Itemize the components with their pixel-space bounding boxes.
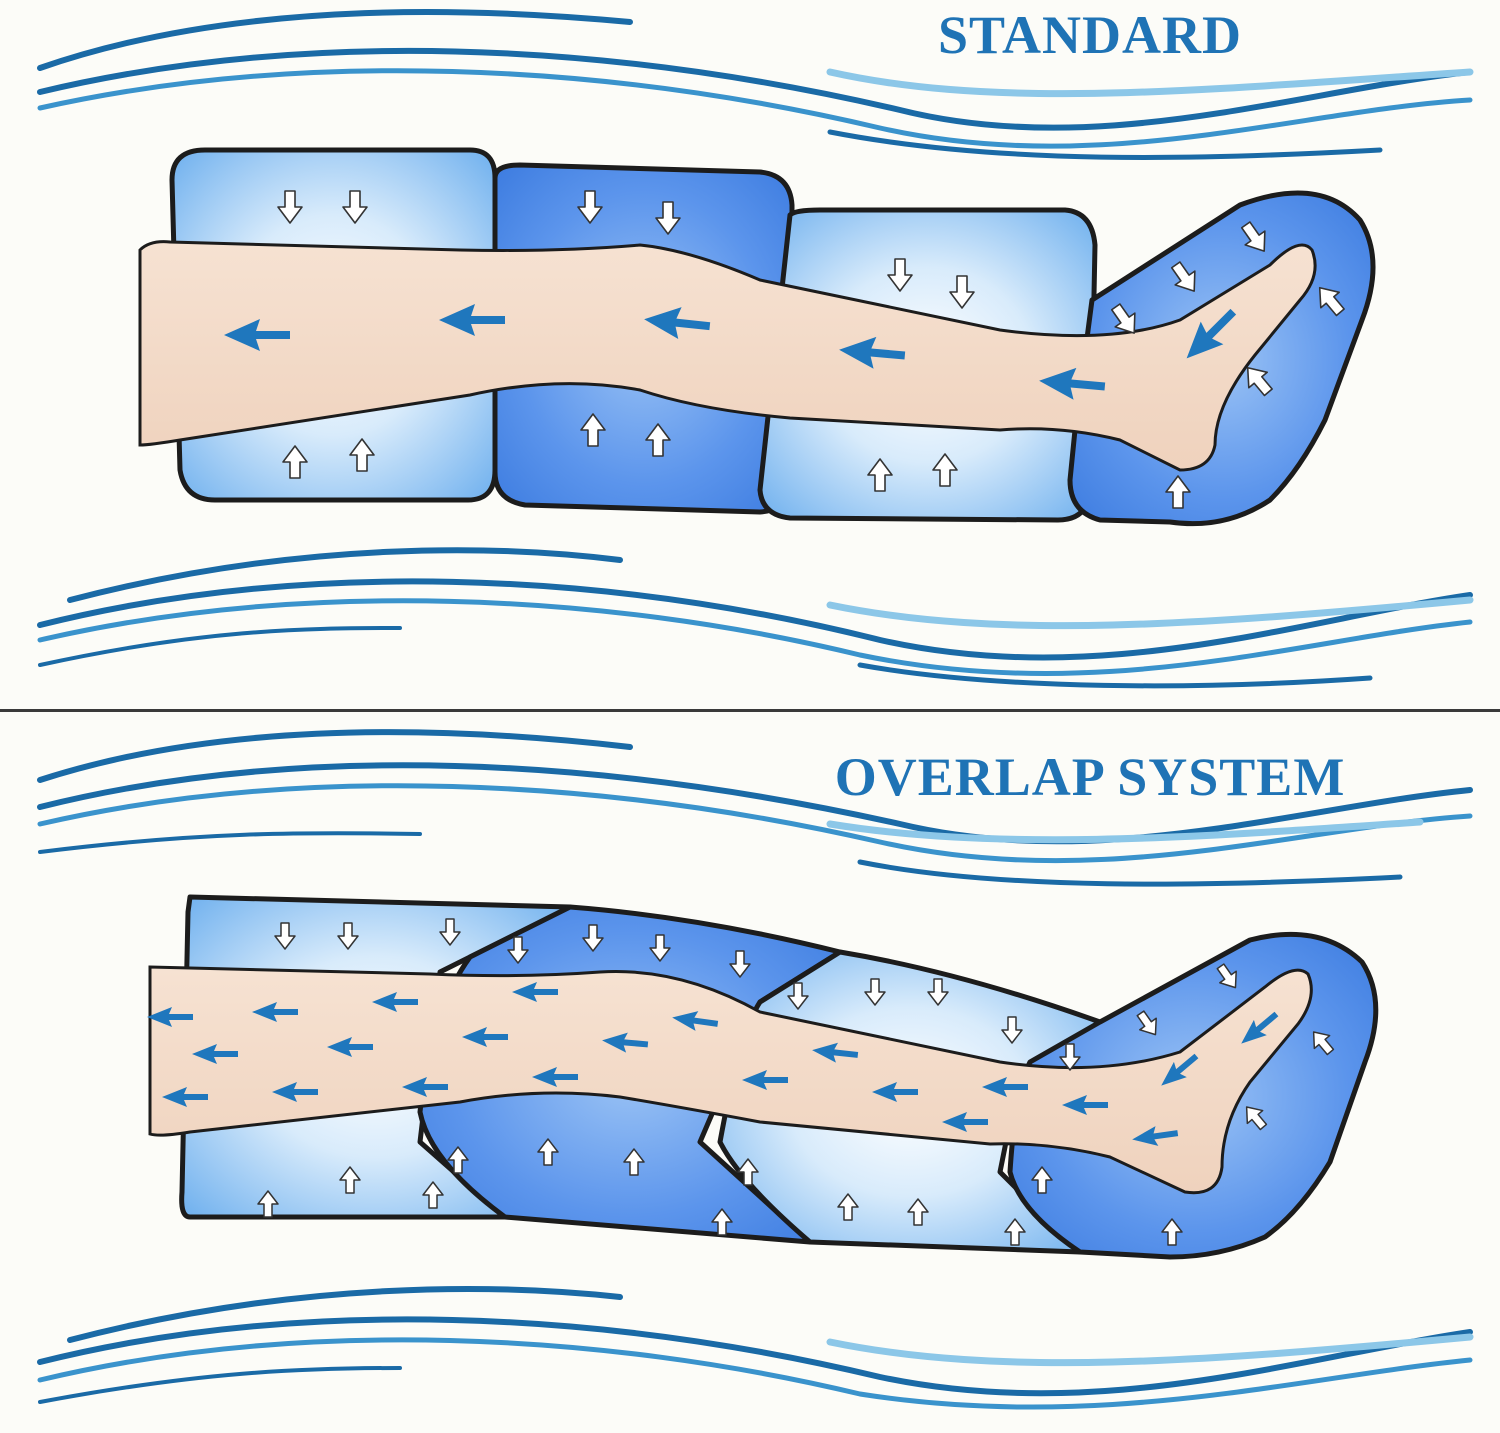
top-waves	[37, 729, 1473, 887]
overlap-panel: OVERLAP SYSTEM	[0, 712, 1500, 1433]
overlap-illustration	[37, 729, 1474, 1410]
standard-leg	[138, 240, 1317, 472]
overlap-title: OVERLAP SYSTEM	[834, 747, 1346, 807]
overlap-leg	[148, 965, 1313, 1195]
bottom-waves	[37, 1286, 1474, 1410]
panel-divider	[0, 709, 1500, 712]
top-waves	[37, 8, 1474, 161]
standard-title: STANDARD	[937, 5, 1243, 65]
standard-panel: STANDARD	[0, 0, 1500, 710]
standard-illustration	[37, 8, 1474, 689]
bottom-waves	[37, 547, 1474, 689]
